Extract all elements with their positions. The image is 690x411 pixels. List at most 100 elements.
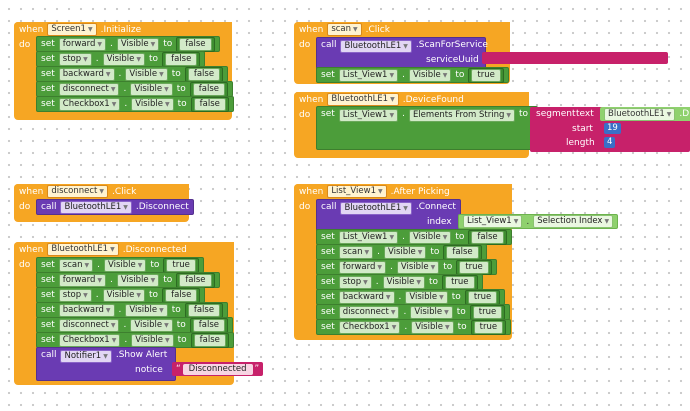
component-dropdown[interactable]: List_View1▼ bbox=[338, 68, 399, 82]
property-dropdown[interactable]: Visible▼ bbox=[131, 97, 174, 111]
length-number[interactable]: 4 bbox=[604, 137, 616, 148]
component-dropdown[interactable]: Checkbox1▼ bbox=[58, 333, 121, 347]
event-block-devicefound[interactable]: when BluetoothLE1▼ .DeviceFound do set L… bbox=[294, 92, 538, 158]
boolean-dropdown[interactable]: false bbox=[179, 273, 212, 287]
component-dropdown[interactable]: scan▼ bbox=[338, 245, 374, 259]
boolean-dropdown[interactable]: true bbox=[445, 275, 475, 289]
boolean-dropdown[interactable]: true bbox=[473, 320, 504, 334]
boolean-value[interactable]: false bbox=[443, 244, 482, 260]
boolean-value[interactable]: false bbox=[176, 36, 215, 52]
property-dropdown[interactable]: Visible▼ bbox=[131, 333, 174, 347]
empty-text-socket[interactable] bbox=[482, 52, 668, 64]
component-dropdown[interactable]: BluetoothLE1▼ bbox=[340, 202, 412, 215]
set-list-view-visible[interactable]: set List_View1▼ . Visible▼ to true bbox=[316, 67, 509, 83]
event-block-afterpicking[interactable]: when List_View1▼ .After Picking do call … bbox=[294, 184, 619, 340]
property-dropdown[interactable]: Visible▼ bbox=[408, 68, 452, 82]
component-dropdown[interactable]: stop▼ bbox=[58, 288, 92, 302]
boolean-value[interactable]: true bbox=[464, 289, 501, 305]
boolean-value[interactable]: true bbox=[470, 319, 507, 335]
component-dropdown[interactable]: backward▼ bbox=[58, 303, 115, 317]
notice-text[interactable]: Disconnected bbox=[182, 363, 253, 375]
property-dropdown[interactable]: Visible▼ bbox=[116, 37, 160, 51]
text-getter-block[interactable]: BluetoothLE1▼ .D bbox=[600, 107, 690, 121]
call-show-alert-block[interactable]: call Notifier1▼ .Show Alert notice bbox=[36, 347, 176, 381]
boolean-value[interactable]: false bbox=[176, 272, 215, 288]
call-connect-block[interactable]: call BluetoothLE1▼ .Connect index bbox=[316, 199, 461, 233]
property-dropdown[interactable]: Visible▼ bbox=[410, 305, 453, 319]
component-dropdown[interactable]: BluetoothLE1▼ bbox=[60, 200, 132, 214]
event-block-scan-click[interactable]: when scan▼ .Click do call BluetoothLE1▼ … bbox=[294, 22, 668, 84]
property-dropdown[interactable]: Visible▼ bbox=[102, 52, 146, 66]
component-dropdown[interactable]: BluetoothLE1▼ bbox=[327, 93, 399, 106]
component-dropdown[interactable]: backward▼ bbox=[58, 67, 115, 81]
boolean-value[interactable]: false bbox=[190, 332, 229, 348]
component-dropdown[interactable]: stop▼ bbox=[338, 275, 372, 289]
component-dropdown[interactable]: backward▼ bbox=[338, 290, 395, 304]
component-dropdown[interactable]: Checkbox1▼ bbox=[338, 320, 401, 334]
boolean-value[interactable]: false bbox=[189, 81, 229, 97]
boolean-value[interactable]: false bbox=[190, 96, 229, 112]
boolean-value[interactable]: false bbox=[162, 287, 201, 303]
property-dropdown[interactable]: Visible▼ bbox=[382, 275, 426, 289]
property-dropdown[interactable]: Visible▼ bbox=[130, 82, 173, 96]
boolean-value[interactable]: false bbox=[184, 302, 224, 318]
component-dropdown[interactable]: scan▼ bbox=[327, 23, 362, 36]
boolean-dropdown[interactable]: false bbox=[165, 288, 198, 302]
boolean-value[interactable]: true bbox=[469, 304, 506, 320]
property-dropdown[interactable]: Visible▼ bbox=[103, 258, 147, 272]
boolean-dropdown[interactable]: false bbox=[187, 67, 221, 81]
boolean-dropdown[interactable]: false bbox=[192, 82, 226, 96]
segment-block[interactable]: segment text BluetoothLE1▼ .D start 19 l… bbox=[530, 107, 690, 152]
component-dropdown[interactable]: List_View1▼ bbox=[338, 109, 399, 122]
boolean-value[interactable]: true bbox=[456, 259, 492, 275]
boolean-dropdown[interactable]: false bbox=[187, 303, 221, 317]
boolean-dropdown[interactable]: false bbox=[165, 52, 198, 66]
boolean-value[interactable]: false bbox=[184, 66, 224, 82]
property-dropdown[interactable]: Visible▼ bbox=[116, 273, 160, 287]
boolean-dropdown[interactable]: true bbox=[472, 305, 503, 319]
boolean-value[interactable]: true bbox=[163, 257, 199, 273]
property-dropdown[interactable]: Visible▼ bbox=[130, 318, 173, 332]
boolean-dropdown[interactable]: false bbox=[193, 333, 226, 347]
component-dropdown[interactable]: Screen1▼ bbox=[47, 23, 97, 36]
component-dropdown[interactable]: forward▼ bbox=[58, 37, 106, 51]
component-dropdown[interactable]: forward▼ bbox=[338, 260, 386, 274]
property-dropdown[interactable]: Selection Index▼ bbox=[533, 215, 614, 228]
selection-index-getter[interactable]: List_View1▼ . Selection Index▼ bbox=[458, 214, 619, 229]
boolean-dropdown[interactable]: true bbox=[459, 260, 489, 274]
boolean-value[interactable]: true bbox=[442, 274, 478, 290]
boolean-dropdown[interactable]: true bbox=[166, 258, 196, 272]
boolean-value[interactable]: true bbox=[468, 67, 504, 83]
call-disconnect-block[interactable]: call BluetoothLE1▼ .Disconnect bbox=[36, 199, 194, 215]
component-dropdown[interactable]: List_View1▼ bbox=[327, 185, 387, 198]
boolean-dropdown[interactable]: false bbox=[193, 97, 226, 111]
component-dropdown[interactable]: List_View1▼ bbox=[338, 230, 399, 244]
property-dropdown[interactable]: Elements From String▼ bbox=[408, 109, 516, 122]
boolean-value[interactable]: false bbox=[468, 229, 507, 245]
component-dropdown[interactable]: List_View1▼ bbox=[463, 215, 523, 228]
property-dropdown[interactable]: Visible▼ bbox=[411, 320, 454, 334]
boolean-dropdown[interactable]: true bbox=[467, 290, 498, 304]
component-dropdown[interactable]: BluetoothLE1▼ bbox=[340, 40, 412, 53]
boolean-dropdown[interactable]: false bbox=[446, 245, 479, 259]
start-number[interactable]: 19 bbox=[604, 123, 621, 134]
property-dropdown[interactable]: Visible▼ bbox=[408, 230, 452, 244]
